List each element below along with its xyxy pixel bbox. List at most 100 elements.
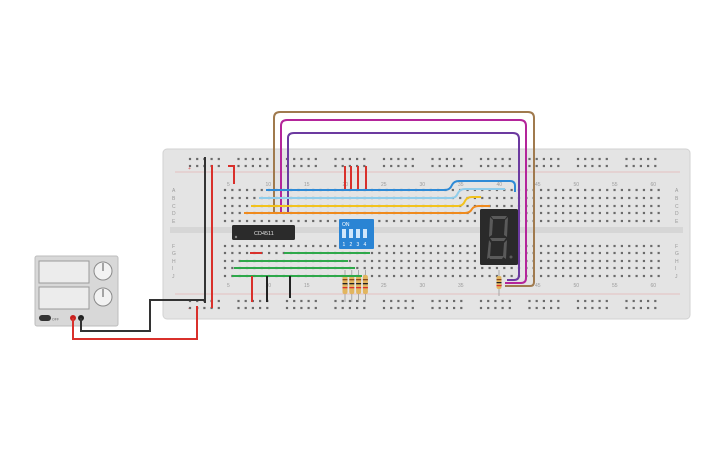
- breadboard-hole[interactable]: [245, 244, 249, 248]
- breadboard-hole[interactable]: [562, 244, 565, 248]
- breadboard-hole[interactable]: [598, 274, 601, 278]
- breadboard-hole[interactable]: [196, 164, 199, 168]
- breadboard-hole[interactable]: [654, 157, 657, 161]
- breadboard-hole[interactable]: [203, 306, 206, 310]
- dip-toggle-2[interactable]: [349, 229, 353, 238]
- breadboard-hole[interactable]: [495, 266, 499, 270]
- breadboard-hole[interactable]: [657, 196, 660, 200]
- breadboard-hole[interactable]: [404, 306, 407, 310]
- breadboard-hole[interactable]: [466, 244, 469, 248]
- breadboard-hole[interactable]: [363, 157, 366, 161]
- breadboard-hole[interactable]: [300, 164, 303, 168]
- breadboard-hole[interactable]: [481, 196, 484, 200]
- breadboard-hole[interactable]: [650, 274, 653, 278]
- breadboard-hole[interactable]: [238, 211, 241, 215]
- breadboard-hole[interactable]: [657, 274, 660, 278]
- breadboard-hole[interactable]: [606, 219, 609, 223]
- breadboard-hole[interactable]: [598, 196, 601, 200]
- breadboard-hole[interactable]: [494, 157, 497, 161]
- breadboard-hole[interactable]: [431, 306, 434, 310]
- breadboard-hole[interactable]: [591, 211, 594, 215]
- breadboard-hole[interactable]: [415, 251, 418, 255]
- breadboard-hole[interactable]: [613, 244, 616, 248]
- breadboard-hole[interactable]: [547, 219, 550, 223]
- breadboard-hole[interactable]: [244, 306, 247, 310]
- breadboard-hole[interactable]: [488, 196, 491, 200]
- breadboard-hole[interactable]: [554, 274, 557, 278]
- breadboard-hole[interactable]: [453, 164, 456, 168]
- breadboard-hole[interactable]: [407, 274, 410, 278]
- breadboard-hole[interactable]: [348, 299, 351, 303]
- breadboard-hole[interactable]: [237, 306, 240, 310]
- breadboard-hole[interactable]: [253, 188, 256, 192]
- breadboard-hole[interactable]: [539, 259, 543, 263]
- breadboard-hole[interactable]: [422, 274, 425, 278]
- breadboard-hole[interactable]: [554, 188, 557, 192]
- breadboard-hole[interactable]: [620, 244, 623, 248]
- breadboard-hole[interactable]: [460, 299, 463, 303]
- breadboard-hole[interactable]: [473, 266, 476, 270]
- breadboard-hole[interactable]: [231, 266, 234, 270]
- breadboard-hole[interactable]: [404, 164, 407, 168]
- breadboard-hole[interactable]: [598, 244, 601, 248]
- breadboard-hole[interactable]: [334, 157, 337, 161]
- breadboard-hole[interactable]: [547, 204, 550, 208]
- breadboard-hole[interactable]: [437, 244, 440, 248]
- breadboard-hole[interactable]: [591, 266, 594, 270]
- breadboard-hole[interactable]: [238, 219, 241, 223]
- breadboard-hole[interactable]: [554, 266, 557, 270]
- breadboard-hole[interactable]: [466, 259, 469, 263]
- breadboard-hole[interactable]: [650, 219, 653, 223]
- breadboard-hole[interactable]: [334, 244, 337, 248]
- breadboard-hole[interactable]: [392, 266, 396, 270]
- lower-jumpers[interactable]: [232, 252, 370, 302]
- breadboard-hole[interactable]: [444, 219, 447, 223]
- breadboard-hole[interactable]: [438, 157, 441, 161]
- breadboard-hole[interactable]: [363, 259, 366, 263]
- breadboard-hole[interactable]: [397, 157, 400, 161]
- breadboard-hole[interactable]: [613, 219, 616, 223]
- breadboard-hole[interactable]: [591, 196, 594, 200]
- breadboard-hole[interactable]: [547, 259, 550, 263]
- breadboard-hole[interactable]: [535, 164, 538, 168]
- breadboard-hole[interactable]: [210, 157, 213, 161]
- breadboard-hole[interactable]: [473, 251, 476, 255]
- breadboard-hole[interactable]: [584, 244, 587, 248]
- breadboard-hole[interactable]: [576, 164, 580, 168]
- breadboard-hole[interactable]: [569, 266, 572, 270]
- breadboard-hole[interactable]: [613, 266, 616, 270]
- breadboard-hole[interactable]: [654, 299, 657, 303]
- breadboard-hole[interactable]: [657, 259, 660, 263]
- breadboard-hole[interactable]: [591, 164, 594, 168]
- breadboard-hole[interactable]: [635, 196, 638, 200]
- breadboard-hole[interactable]: [445, 164, 448, 168]
- breadboard-hole[interactable]: [657, 219, 660, 223]
- breadboard-hole[interactable]: [293, 157, 296, 161]
- breadboard-hole[interactable]: [628, 274, 631, 278]
- magenta-loop-wire[interactable]: [280, 119, 527, 284]
- dip-toggle-4[interactable]: [363, 229, 367, 238]
- breadboard-hole[interactable]: [547, 274, 550, 278]
- breadboard-hole[interactable]: [407, 244, 410, 248]
- breadboard-hole[interactable]: [259, 306, 262, 310]
- breadboard-hole[interactable]: [385, 274, 388, 278]
- breadboard-hole[interactable]: [584, 157, 587, 161]
- breadboard-hole[interactable]: [397, 164, 400, 168]
- breadboard-hole[interactable]: [444, 266, 447, 270]
- breadboard-hole[interactable]: [620, 188, 623, 192]
- breadboard-hole[interactable]: [650, 188, 653, 192]
- breadboard-hole[interactable]: [259, 157, 262, 161]
- breadboard-hole[interactable]: [334, 299, 337, 303]
- breadboard-hole[interactable]: [569, 244, 572, 248]
- breadboard-hole[interactable]: [605, 164, 608, 168]
- breadboard-hole[interactable]: [259, 299, 262, 303]
- breadboard-hole[interactable]: [576, 188, 579, 192]
- resistor[interactable]: [356, 270, 362, 302]
- breadboard-hole[interactable]: [542, 157, 545, 161]
- breadboard-hole[interactable]: [479, 299, 483, 303]
- breadboard-hole[interactable]: [562, 266, 565, 270]
- breadboard-hole[interactable]: [422, 244, 425, 248]
- breadboard-hole[interactable]: [437, 219, 440, 223]
- breadboard-hole[interactable]: [223, 251, 227, 255]
- breadboard-hole[interactable]: [613, 196, 616, 200]
